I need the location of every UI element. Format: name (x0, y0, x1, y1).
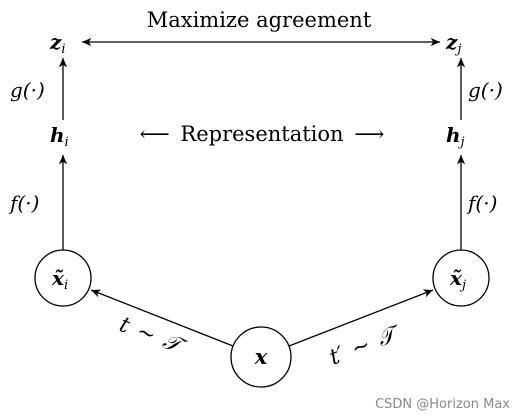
g-label-left: g(·) (10, 78, 45, 102)
representation-text: Representation (180, 122, 343, 146)
augment-arrow-right (288, 289, 434, 347)
node-x: x (254, 344, 268, 369)
node-xtilde-i: x̃i (51, 266, 68, 293)
representation-left-arrow: ⟵ (140, 122, 170, 146)
representation-right-arrow: ⟶ (354, 122, 384, 146)
f-label-right: f(·) (466, 191, 497, 215)
augment-arrow-left (90, 289, 234, 347)
f-label-left: f(·) (8, 191, 39, 215)
node-xtilde-j: x̃j (449, 266, 466, 293)
representation-label: ⟵ Representation ⟶ (140, 122, 385, 146)
node-h-i: hi (50, 123, 69, 150)
node-z-j: zj (445, 30, 461, 57)
g-label-right: g(·) (468, 78, 503, 102)
node-xtilde-j-circle (432, 249, 490, 307)
node-h-j: hj (446, 123, 465, 150)
node-x-circle (230, 326, 292, 388)
node-z-i: zi (49, 30, 66, 57)
augment-label-left: t ~ 𝒯 (116, 311, 191, 360)
top-label: Maximize agreement (147, 8, 372, 32)
node-xtilde-i-circle (34, 249, 92, 307)
watermark: CSDN @Horizon Max (375, 397, 510, 412)
